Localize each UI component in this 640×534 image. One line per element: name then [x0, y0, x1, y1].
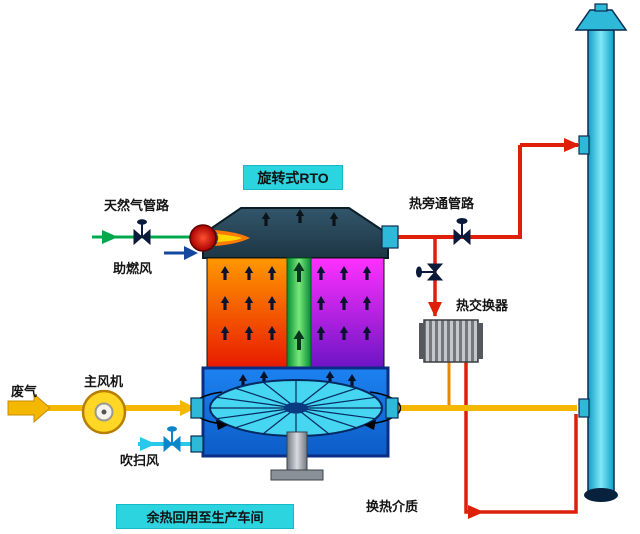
gas-flow-arrow [102, 230, 118, 244]
stack-lower-flange [578, 398, 590, 418]
rto-inlet-flange [190, 397, 204, 419]
rto-hot-chamber [206, 257, 288, 371]
hot-bypass-label: 热旁通管路 [409, 196, 475, 211]
down-arrow [428, 302, 442, 317]
rto-right-flange [385, 397, 399, 419]
rto-vessel [190, 207, 402, 481]
rto-title-box: 旋转式RTO [243, 165, 343, 190]
main-fan-label: 主风机 [84, 374, 124, 389]
natural-gas-valve-icon [133, 219, 151, 246]
exchanger-inlet-valve-icon [416, 263, 444, 281]
stack [574, 3, 628, 502]
rotary-distributor [190, 379, 402, 437]
distributor-hub [284, 402, 308, 414]
stack-rain-cap [574, 9, 628, 31]
heat-medium-label: 换热介质 [366, 499, 419, 514]
heat-medium-arrow [468, 505, 484, 519]
heat-exchanger-label: 热交换器 [456, 298, 509, 313]
combustion-air-label: 助燃风 [113, 261, 153, 276]
purge-air-label: 吹扫风 [120, 453, 160, 468]
waste-gas-inlet-arrow [7, 392, 51, 424]
waste-gas-label: 废气 [11, 384, 38, 399]
waste-heat-reuse-box: 余热回用至生产车间 [116, 504, 294, 529]
rto-pedestal [286, 431, 308, 473]
heat-medium-pipe [464, 362, 578, 519]
to-stack-arrow [564, 138, 580, 152]
rto-outlet-port [381, 225, 399, 249]
combustion-air-arrow [164, 246, 198, 260]
rto-base-plate [270, 469, 324, 481]
purge-valve-icon [163, 426, 181, 453]
natural-gas-label: 天然气管路 [104, 198, 170, 213]
clean-gas-pipe [396, 138, 580, 239]
purge-arrow [140, 437, 156, 451]
rto-purge-flange [190, 435, 204, 453]
burner-icon [189, 224, 250, 252]
stack-base [584, 488, 618, 502]
heat-exchanger [419, 319, 483, 363]
main-fan-icon [81, 389, 127, 435]
waste-gas-pipe-left [46, 400, 196, 416]
stack-upper-flange [578, 135, 590, 155]
bypass-valve-icon [453, 218, 471, 246]
inlet-arrow [180, 400, 196, 416]
